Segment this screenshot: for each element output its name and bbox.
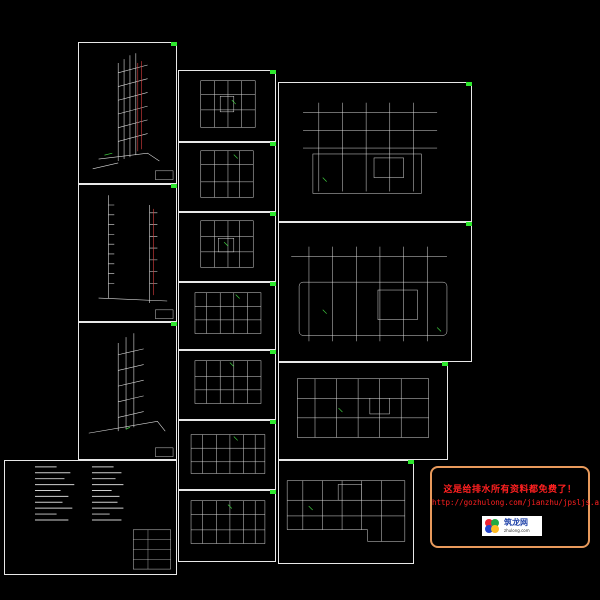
sheet-tab	[270, 70, 276, 74]
sheet-tab	[171, 184, 177, 188]
riser-diagram-3	[88, 333, 174, 457]
promo-banner[interactable]: 这是给排水所有资料都免费了！ http://gozhulong.com/jian…	[430, 466, 600, 548]
drawing-sheet-riser-3[interactable]	[78, 322, 177, 460]
drawing-sheet-floor-2[interactable]	[178, 142, 276, 212]
floor-plan-3	[200, 220, 254, 268]
floor-plan-6	[190, 434, 266, 474]
site-plan-2	[291, 246, 448, 342]
sheet-tab	[270, 282, 276, 286]
sheet-tab	[408, 460, 414, 464]
floor-plan-5	[194, 360, 262, 404]
zhulong-logo-icon	[485, 519, 499, 533]
floor-plan-7	[190, 500, 266, 544]
site-plan-3	[297, 378, 429, 438]
logo-text: 筑龙网	[504, 518, 528, 527]
drawing-sheet-notes[interactable]	[4, 460, 177, 575]
riser-diagram-2	[98, 195, 174, 319]
floor-plan-1	[200, 80, 256, 128]
promo-headline: 这是给排水所有资料都免费了！	[443, 485, 577, 495]
drawing-sheet-riser-1[interactable]	[78, 42, 177, 184]
sheet-tab	[270, 212, 276, 216]
site-plan-1	[303, 102, 438, 194]
drawing-sheet-site-1[interactable]	[278, 82, 472, 222]
sheet-tab	[270, 420, 276, 424]
site-plan-4	[286, 480, 406, 542]
drawing-sheet-floor-6[interactable]	[178, 420, 276, 490]
sheet-tab	[270, 142, 276, 146]
zhulong-logo[interactable]: 筑龙网 zhulong.com	[482, 516, 542, 536]
drawing-sheet-riser-2[interactable]	[78, 184, 177, 322]
floor-plan-2	[200, 150, 254, 198]
sheet-tab	[270, 350, 276, 354]
drawing-sheet-floor-4[interactable]	[178, 282, 276, 350]
sheet-tab	[270, 490, 276, 494]
sheet-tab	[466, 82, 472, 86]
design-notes-text-block	[34, 466, 171, 570]
sheet-tab	[466, 222, 472, 226]
drawing-sheet-floor-7[interactable]	[178, 490, 276, 562]
drawing-sheet-floor-1[interactable]	[178, 70, 276, 142]
drawing-sheet-floor-5[interactable]	[178, 350, 276, 420]
drawing-sheet-site-2[interactable]	[278, 222, 472, 362]
logo-subtext: zhulong.com	[504, 528, 530, 533]
sheet-tab	[442, 362, 448, 366]
drawing-sheet-floor-3[interactable]	[178, 212, 276, 282]
drawing-sheet-site-3[interactable]	[278, 362, 448, 460]
promo-url-link[interactable]: http://gozhulong.com/jianzhu/jpsljs.asp	[432, 498, 600, 507]
sheet-tab	[171, 42, 177, 46]
floor-plan-4	[194, 292, 262, 334]
drawing-sheet-site-4[interactable]	[278, 460, 414, 564]
riser-diagram-1	[92, 53, 174, 180]
sheet-tab	[171, 322, 177, 326]
